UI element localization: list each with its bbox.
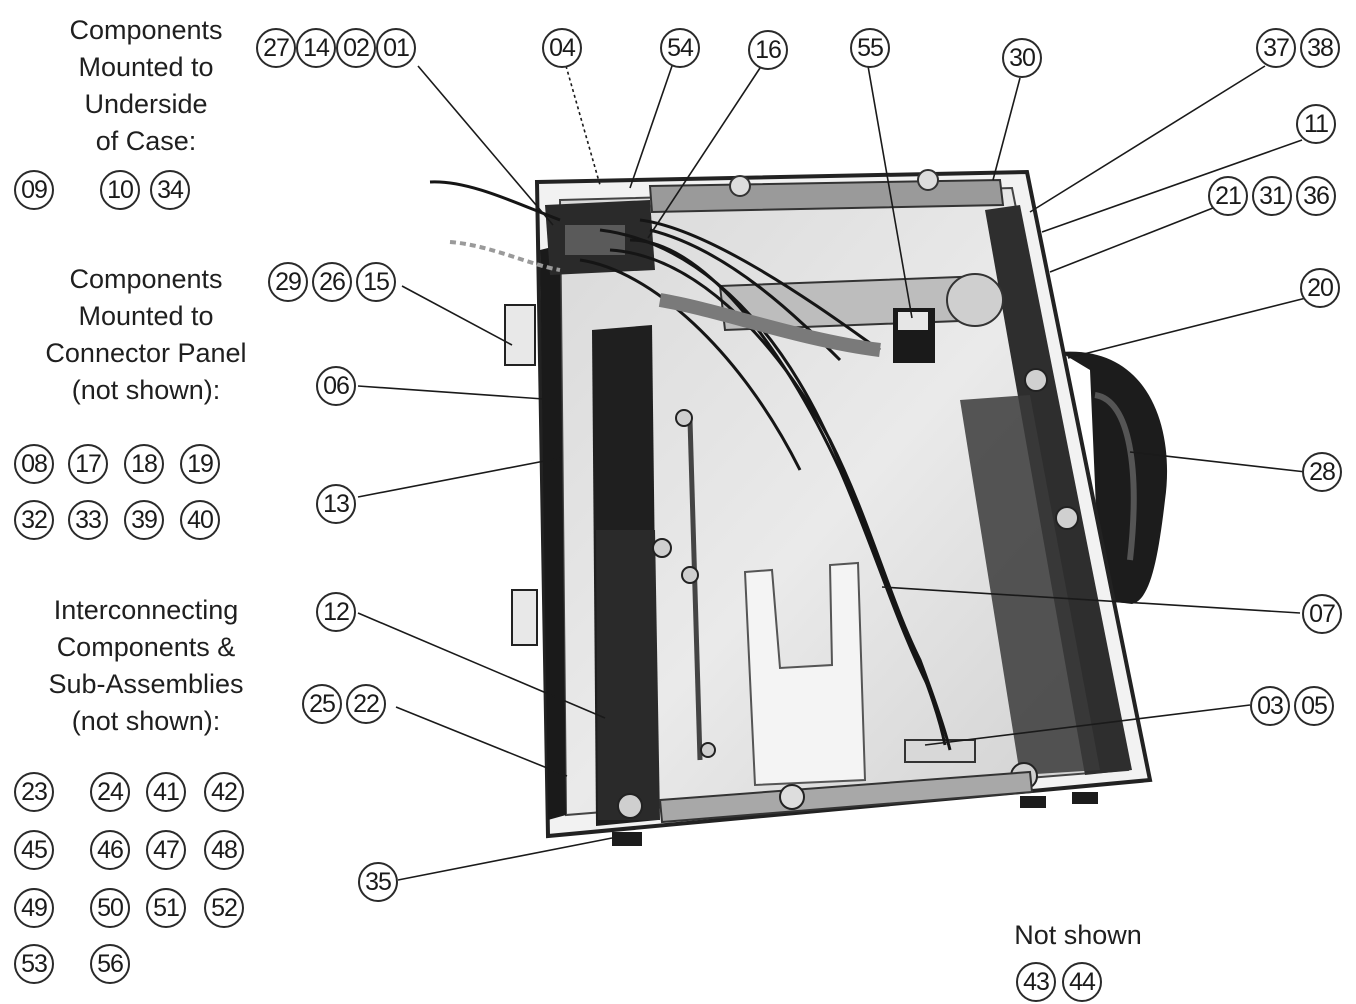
part-number-bubble: 40 bbox=[180, 500, 220, 540]
part-number-bubble: 11 bbox=[1296, 104, 1336, 144]
not-shown-title: Not shown bbox=[1014, 920, 1142, 950]
part-number-bubble: 39 bbox=[124, 500, 164, 540]
part-number-bubble: 35 bbox=[358, 862, 398, 902]
right-side-rail bbox=[985, 205, 1132, 775]
part-number-bubble: 42 bbox=[204, 772, 244, 812]
part-number-bubble: 56 bbox=[90, 944, 130, 984]
part-number-bubble: 07 bbox=[1302, 594, 1342, 634]
part-number-bubble: 50 bbox=[90, 888, 130, 928]
part-number-bubble: 54 bbox=[660, 28, 700, 68]
part-number-bubble: 13 bbox=[316, 484, 356, 524]
part-number-bubble: 10 bbox=[100, 170, 140, 210]
part-number-bubble: 46 bbox=[90, 830, 130, 870]
part-number-bubble: 19 bbox=[180, 444, 220, 484]
part-number-bubble: 12 bbox=[316, 592, 356, 632]
part-number-bubble: 45 bbox=[14, 830, 54, 870]
part-number-bubble: 49 bbox=[14, 888, 54, 928]
part-number-bubble: 28 bbox=[1302, 452, 1342, 492]
group-title-interconnecting: Interconnecting Components & Sub-Assembl… bbox=[48, 595, 244, 736]
part-number-bubble: 55 bbox=[850, 28, 890, 68]
part-number-bubble: 34 bbox=[150, 170, 190, 210]
part-number-bubble: 23 bbox=[14, 772, 54, 812]
part-number-bubble: 20 bbox=[1300, 268, 1340, 308]
part-number-bubble: 52 bbox=[204, 888, 244, 928]
part-number-bubble: 21 bbox=[1208, 176, 1248, 216]
part-number-bubble: 22 bbox=[346, 684, 386, 724]
part-number-bubble: 25 bbox=[302, 684, 342, 724]
part-number-bubble: 31 bbox=[1252, 176, 1292, 216]
part-number-bubble: 05 bbox=[1294, 686, 1334, 726]
part-number-bubble: 01 bbox=[376, 28, 416, 68]
part-number-bubble: 43 bbox=[1016, 962, 1056, 1002]
part-number-bubble: 53 bbox=[14, 944, 54, 984]
part-number-bubble: 29 bbox=[268, 262, 308, 302]
part-number-bubble: 09 bbox=[14, 170, 54, 210]
part-number-bubble: 16 bbox=[748, 30, 788, 70]
part-number-bubble: 04 bbox=[542, 28, 582, 68]
part-number-bubble: 51 bbox=[146, 888, 186, 928]
part-number-bubble: 06 bbox=[316, 366, 356, 406]
part-number-bubble: 47 bbox=[146, 830, 186, 870]
part-number-bubble: 02 bbox=[336, 28, 376, 68]
part-number-bubble: 26 bbox=[312, 262, 352, 302]
part-number-bubble: 32 bbox=[14, 500, 54, 540]
floor-cutout bbox=[743, 561, 867, 787]
part-number-bubble: 18 bbox=[124, 444, 164, 484]
part-number-bubble: 41 bbox=[146, 772, 186, 812]
part-number-bubble: 03 bbox=[1250, 686, 1290, 726]
group-title-connector-panel: Components Mounted to Connector Panel (n… bbox=[45, 264, 247, 405]
group-title-underside: Components Mounted to Underside of Case: bbox=[69, 15, 223, 156]
part-number-bubble: 33 bbox=[68, 500, 108, 540]
part-number-bubble: 37 bbox=[1256, 28, 1296, 68]
part-number-bubble: 38 bbox=[1300, 28, 1340, 68]
part-number-bubble: 14 bbox=[296, 28, 336, 68]
part-number-bubble: 30 bbox=[1002, 38, 1042, 78]
part-number-bubble: 24 bbox=[90, 772, 130, 812]
part-number-bubble: 48 bbox=[204, 830, 244, 870]
part-number-bubble: 08 bbox=[14, 444, 54, 484]
part-number-bubble: 27 bbox=[256, 28, 296, 68]
part-number-bubble: 36 bbox=[1296, 176, 1336, 216]
part-number-bubble: 44 bbox=[1062, 962, 1102, 1002]
part-number-bubble: 15 bbox=[356, 262, 396, 302]
part-number-bubble: 17 bbox=[68, 444, 108, 484]
carry-handle bbox=[1060, 351, 1168, 604]
